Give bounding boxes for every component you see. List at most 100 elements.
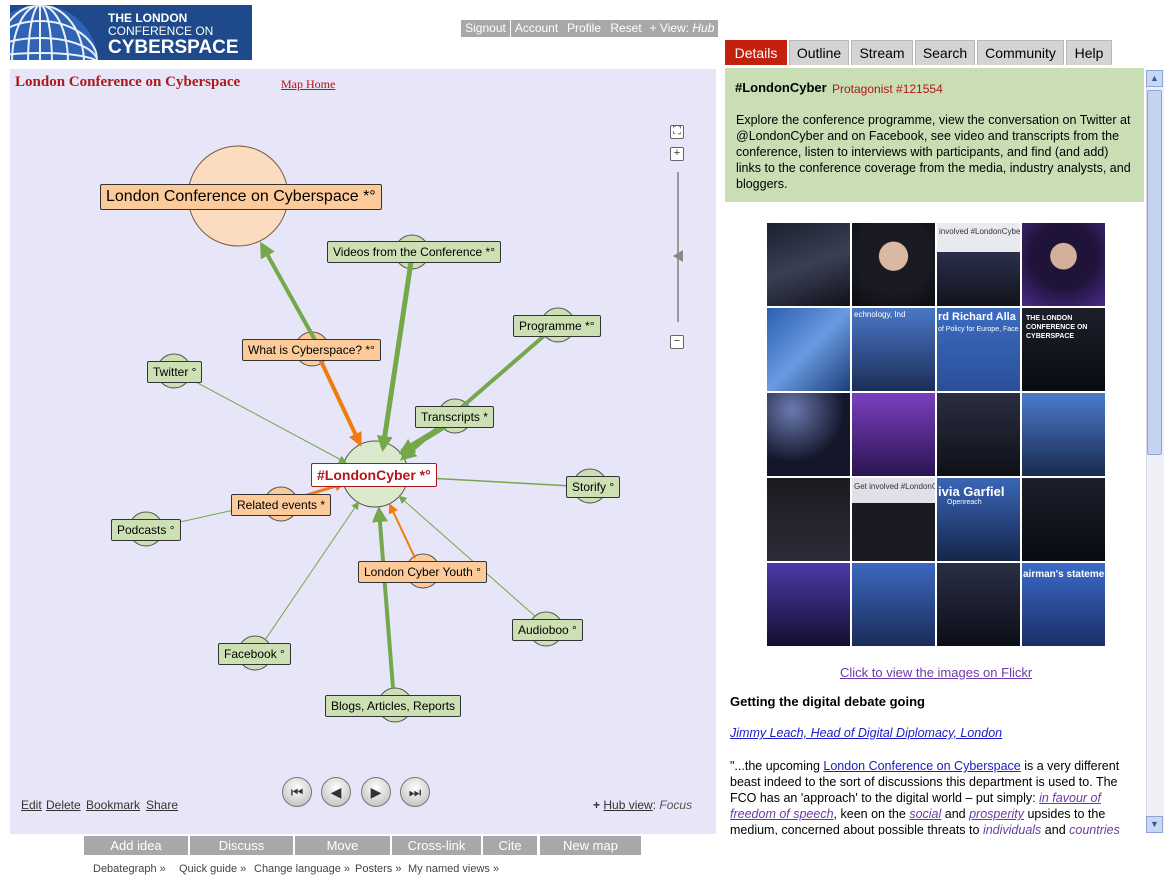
node-programme[interactable]: Programme *° — [513, 315, 601, 337]
footer-posters[interactable]: Posters » — [355, 863, 402, 875]
footer-change-language[interactable]: Change language » — [254, 863, 351, 875]
node-londoncyber[interactable]: #LondonCyber *° — [311, 463, 437, 487]
view-button[interactable]: + View: Hub — [646, 20, 718, 37]
photo-thumbnail[interactable] — [937, 563, 1020, 646]
zoom-out-icon[interactable]: − — [670, 335, 684, 349]
footer-debategraph[interactable]: Debategraph » — [93, 863, 166, 875]
quote-link-countries[interactable]: countries — [1069, 823, 1120, 837]
quote-link-freedom-of-speech[interactable]: in favour of freedom of speech — [730, 791, 1101, 821]
move-button[interactable]: Move — [295, 836, 390, 855]
scroll-up-icon[interactable]: ▲ — [1146, 70, 1163, 87]
bookmark-link[interactable]: Bookmark — [86, 798, 141, 812]
node-podcasts[interactable]: Podcasts ° — [111, 519, 181, 541]
map-home-link[interactable]: Map Home — [281, 77, 336, 91]
photo-thumbnail[interactable]: Get involved #LondonCyber — [852, 478, 935, 561]
hub-view-sep: : — [652, 798, 657, 812]
photo-thumbnail[interactable] — [852, 393, 935, 476]
globe-icon — [10, 5, 98, 60]
edge-twitter-center — [193, 380, 347, 463]
zoom-in-icon[interactable]: + — [670, 147, 684, 161]
photo-grid[interactable]: involved #LondonCyber echnology, Ind rd … — [767, 223, 1107, 648]
edge-audioboo-center — [398, 495, 537, 618]
reset-button[interactable]: Reset — [605, 20, 647, 37]
discuss-button[interactable]: Discuss — [190, 836, 293, 855]
fit-view-icon[interactable]: ⛶ — [670, 125, 684, 139]
photo-thumbnail[interactable] — [767, 563, 850, 646]
node-root[interactable]: London Conference on Cyberspace *° — [100, 184, 382, 210]
node-what-is-cyberspace[interactable]: What is Cyberspace? *° — [242, 339, 381, 361]
flickr-link[interactable]: Click to view the images on Flickr — [840, 665, 1033, 680]
logo-line-3: CYBERSPACE — [108, 37, 239, 58]
edit-link[interactable]: Edit — [21, 798, 42, 812]
photo-thumbnail[interactable] — [767, 478, 850, 561]
quote-text: and — [1041, 823, 1070, 837]
panel-bottom-mask — [725, 835, 1165, 881]
node-storify[interactable]: Storify ° — [566, 476, 621, 498]
hub-view-link[interactable]: Hub view — [603, 798, 653, 812]
quote-link-conference[interactable]: London Conference on Cyberspace — [823, 759, 1021, 773]
photo-thumbnail[interactable] — [937, 393, 1020, 476]
node-london-cyber-youth[interactable]: London Cyber Youth ° — [358, 561, 487, 583]
tab-details[interactable]: Details — [725, 40, 787, 65]
quote-link-social[interactable]: social — [909, 807, 942, 821]
first-icon[interactable]: ⏮ — [282, 777, 312, 807]
photo-thumbnail[interactable]: THE LONDON CONFERENCE ON CYBERSPACE — [1022, 308, 1105, 391]
back-icon[interactable]: ◀ — [321, 777, 351, 807]
node-audioboo[interactable]: Audioboo ° — [512, 619, 583, 641]
node-related-events[interactable]: Related events * — [231, 494, 332, 516]
photo-thumbnail[interactable] — [767, 223, 850, 306]
delete-link[interactable]: Delete — [46, 798, 81, 812]
photo-thumbnail[interactable]: involved #LondonCyber — [937, 223, 1020, 306]
tab-community[interactable]: Community — [977, 40, 1064, 65]
details-subtitle: Protagonist #121554 — [832, 82, 943, 96]
zoom-slider-handle[interactable] — [673, 250, 683, 262]
tab-stream[interactable]: Stream — [851, 40, 913, 65]
conference-logo[interactable]: THE LONDON CONFERENCE ON CYBERSPACE — [10, 5, 252, 60]
hub-view-plus[interactable]: + — [593, 798, 601, 812]
edge-videos-center — [376, 261, 414, 452]
quote-link-prosperity[interactable]: prosperity — [969, 807, 1024, 821]
photo-thumbnail[interactable] — [767, 393, 850, 476]
tab-help[interactable]: Help — [1066, 40, 1112, 65]
photo-thumbnail[interactable] — [852, 223, 935, 306]
footer-my-named-views[interactable]: My named views » — [408, 863, 500, 875]
footer-quick-guide[interactable]: Quick guide » — [179, 863, 247, 875]
cite-button[interactable]: Cite — [483, 836, 537, 855]
tab-outline[interactable]: Outline — [789, 40, 849, 65]
photo-thumbnail[interactable] — [767, 308, 850, 391]
photo-thumbnail[interactable] — [1022, 223, 1105, 306]
article-quote: "...the upcoming London Conference on Cy… — [730, 758, 1144, 838]
scroll-down-icon[interactable]: ▼ — [1146, 816, 1163, 833]
last-icon[interactable]: ⏭ — [400, 777, 430, 807]
author-link[interactable]: Jimmy Leach, Head of Digital Diplomacy, … — [730, 726, 1003, 740]
node-videos[interactable]: Videos from the Conference *° — [327, 241, 501, 263]
cross-link-button[interactable]: Cross-link — [392, 836, 481, 855]
scroll-thumb[interactable] — [1147, 90, 1162, 455]
profile-button[interactable]: Profile — [562, 20, 606, 37]
photo-thumbnail[interactable] — [1022, 478, 1105, 561]
quote-text: is a very different beast indeed to the … — [730, 759, 1120, 805]
new-map-button[interactable]: New map — [540, 836, 641, 855]
signout-button[interactable]: Signout — [461, 20, 510, 37]
quote-link-individuals[interactable]: individuals — [982, 823, 1042, 837]
photo-thumbnail[interactable] — [1022, 393, 1105, 476]
node-transcripts[interactable]: Transcripts * — [415, 406, 494, 428]
quote-text: and — [941, 807, 970, 821]
share-link[interactable]: Share — [146, 798, 179, 812]
node-twitter[interactable]: Twitter ° — [147, 361, 203, 383]
node-blogs-articles-reports[interactable]: Blogs, Articles, Reports — [325, 695, 462, 717]
edge-transcripts-center — [398, 421, 450, 455]
photo-thumbnail[interactable] — [852, 563, 935, 646]
add-idea-button[interactable]: Add idea — [84, 836, 188, 855]
tab-search[interactable]: Search — [915, 40, 975, 65]
photo-thumbnail[interactable]: echnology, Ind — [852, 308, 935, 391]
map-title: London Conference on Cyberspace — [15, 74, 241, 90]
photo-caption: Openreach — [947, 499, 982, 506]
node-facebook[interactable]: Facebook ° — [218, 643, 291, 665]
zoom-slider-track[interactable] — [677, 172, 679, 322]
account-button[interactable]: Account — [511, 20, 562, 37]
forward-icon[interactable]: ▶ — [361, 777, 391, 807]
photo-thumbnail[interactable]: airman's statemen — [1022, 563, 1105, 646]
